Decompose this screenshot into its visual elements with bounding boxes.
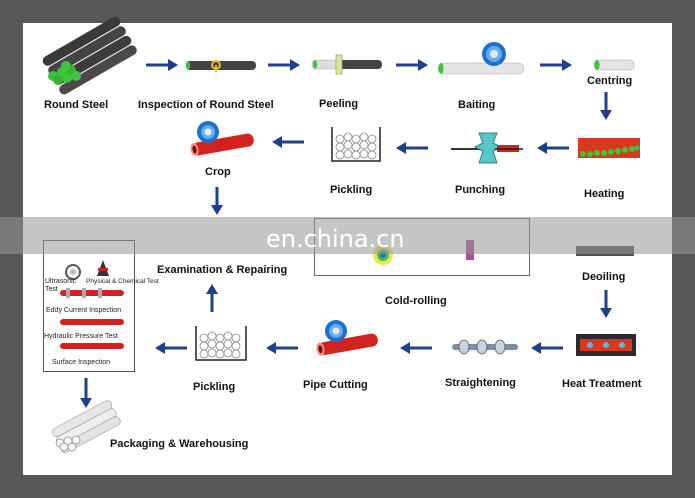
centring-icon	[593, 59, 635, 71]
arrow-up-examination	[206, 284, 218, 312]
arrow-right-1	[146, 59, 178, 71]
label-straightening: Straightening	[445, 377, 516, 389]
arrow-right-2	[268, 59, 300, 71]
label-baiting: Baiting	[458, 99, 496, 111]
arrow-left-3	[272, 136, 304, 148]
label-round-steel: Round Steel	[44, 99, 109, 111]
label-pipe-cutting: Pipe Cutting	[303, 379, 368, 391]
heat-treatment-icon	[576, 334, 636, 356]
label-packaging-warehousing: Packaging & Warehousing	[110, 438, 249, 450]
surface-pipe-icon	[60, 343, 124, 349]
label-cold-rolling: Cold-rolling	[385, 295, 447, 307]
label-physical-chemical-test: Physical & Chemical Test	[86, 278, 159, 285]
label-centring: Centring	[587, 75, 633, 87]
arrow-left-2	[396, 142, 428, 154]
label-pickling-bottom: Pickling	[193, 381, 236, 393]
peeling-icon	[311, 54, 382, 75]
pickling-tank-top-icon	[331, 127, 381, 162]
baiting-icon	[437, 42, 525, 75]
physical-chemical-test-icon	[97, 260, 109, 276]
label-eddy-current-inspection: Eddy Current Inspection	[46, 307, 122, 314]
label-peeling: Peeling	[319, 98, 359, 110]
eddy-current-pipe-icon	[60, 288, 124, 298]
arrow-left-6	[266, 342, 298, 354]
inspection-box	[43, 240, 135, 372]
ultrasonic-test-icon	[65, 264, 81, 280]
arrow-down-centring-heating	[600, 92, 612, 120]
arrow-down-crop	[211, 187, 223, 215]
watermark-band	[0, 217, 695, 254]
punching-icon	[451, 132, 523, 164]
watermark-text: en.china.cn	[266, 225, 405, 253]
packaging-bundle-icon	[51, 400, 121, 453]
pickling-tank-bottom-icon	[195, 326, 247, 361]
straightening-icon	[452, 339, 518, 355]
arrow-down-deoiling	[600, 290, 612, 318]
label-examination-repairing: Examination & Repairing	[157, 264, 288, 276]
arrow-left-7	[155, 342, 187, 354]
hydraulic-pipe-icon	[60, 319, 124, 325]
label-inspection-round-steel: Inspection of Round Steel	[138, 99, 274, 111]
label-crop: Crop	[205, 166, 231, 178]
label-pickling-top: Pickling	[330, 184, 373, 196]
label-punching: Punching	[455, 184, 506, 196]
arrow-left-5	[400, 342, 432, 354]
label-deoiling: Deoiling	[582, 271, 626, 283]
round-steel-bundle-icon	[42, 16, 137, 95]
label-hydraulic-pressure-test: Hydraulic Pressure Test	[44, 333, 118, 340]
arrow-right-4	[540, 59, 572, 71]
label-surface-inspection: Surface Inspection	[52, 359, 110, 366]
crop-icon	[190, 121, 254, 156]
arrow-left-1	[537, 142, 569, 154]
pipe-cutting-icon	[316, 320, 378, 356]
heating-icon	[578, 138, 640, 158]
arrow-left-4	[531, 342, 563, 354]
label-ultrasonic-test: Ultrasonic Test	[45, 278, 77, 293]
inspection-round-steel-icon	[186, 60, 256, 72]
label-heating: Heating	[584, 188, 625, 200]
arrow-down-packaging	[80, 378, 92, 408]
arrow-right-3	[396, 59, 428, 71]
label-heat-treatment: Heat Treatment	[562, 378, 642, 390]
